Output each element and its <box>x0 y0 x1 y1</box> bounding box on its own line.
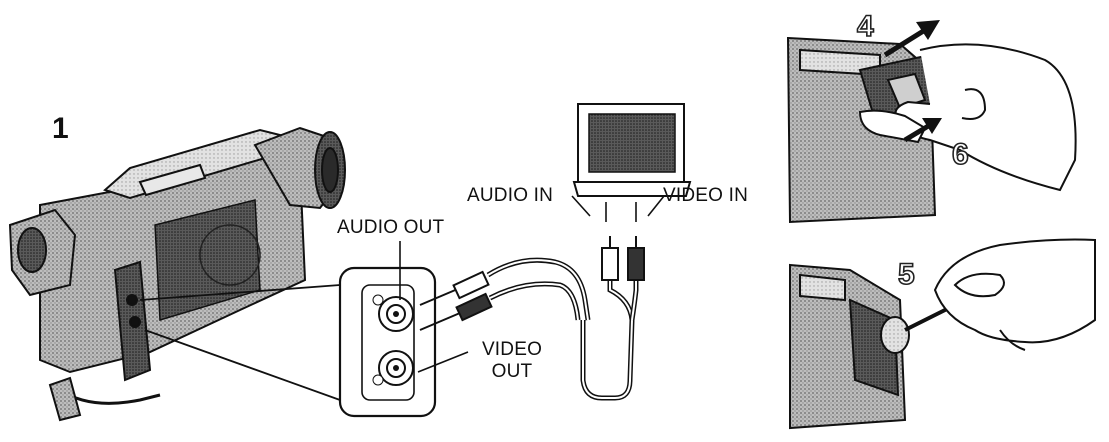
step-5-label: 5 <box>897 258 915 291</box>
step-6-label: 6 <box>951 138 969 171</box>
tv-leader-lines <box>571 195 665 222</box>
port-leader-lines <box>399 241 469 373</box>
battery-removal-illustration <box>786 36 1077 224</box>
audio-in-label: AUDIO IN <box>467 185 554 206</box>
video-out-label: VIDEO OUT <box>470 340 554 381</box>
video-out-label-line1: VIDEO <box>481 339 543 360</box>
step-1-label: 1 <box>52 112 69 145</box>
jack-panel-zoom <box>338 266 437 418</box>
step-4-label: 4 <box>856 10 874 43</box>
video-out-label-line2: OUT <box>491 361 533 382</box>
audio-out-label: AUDIO OUT <box>337 217 445 238</box>
av-cable <box>419 257 639 401</box>
slide-arrow-6 <box>903 118 942 143</box>
slide-arrow-4 <box>883 20 940 58</box>
tv-plugs <box>601 236 645 281</box>
video-in-label: VIDEO IN <box>663 185 749 206</box>
cleaning-illustration <box>789 238 1096 430</box>
tv-illustration <box>572 103 692 197</box>
zoom-callout <box>139 284 341 401</box>
camcorder-illustration <box>8 126 346 422</box>
